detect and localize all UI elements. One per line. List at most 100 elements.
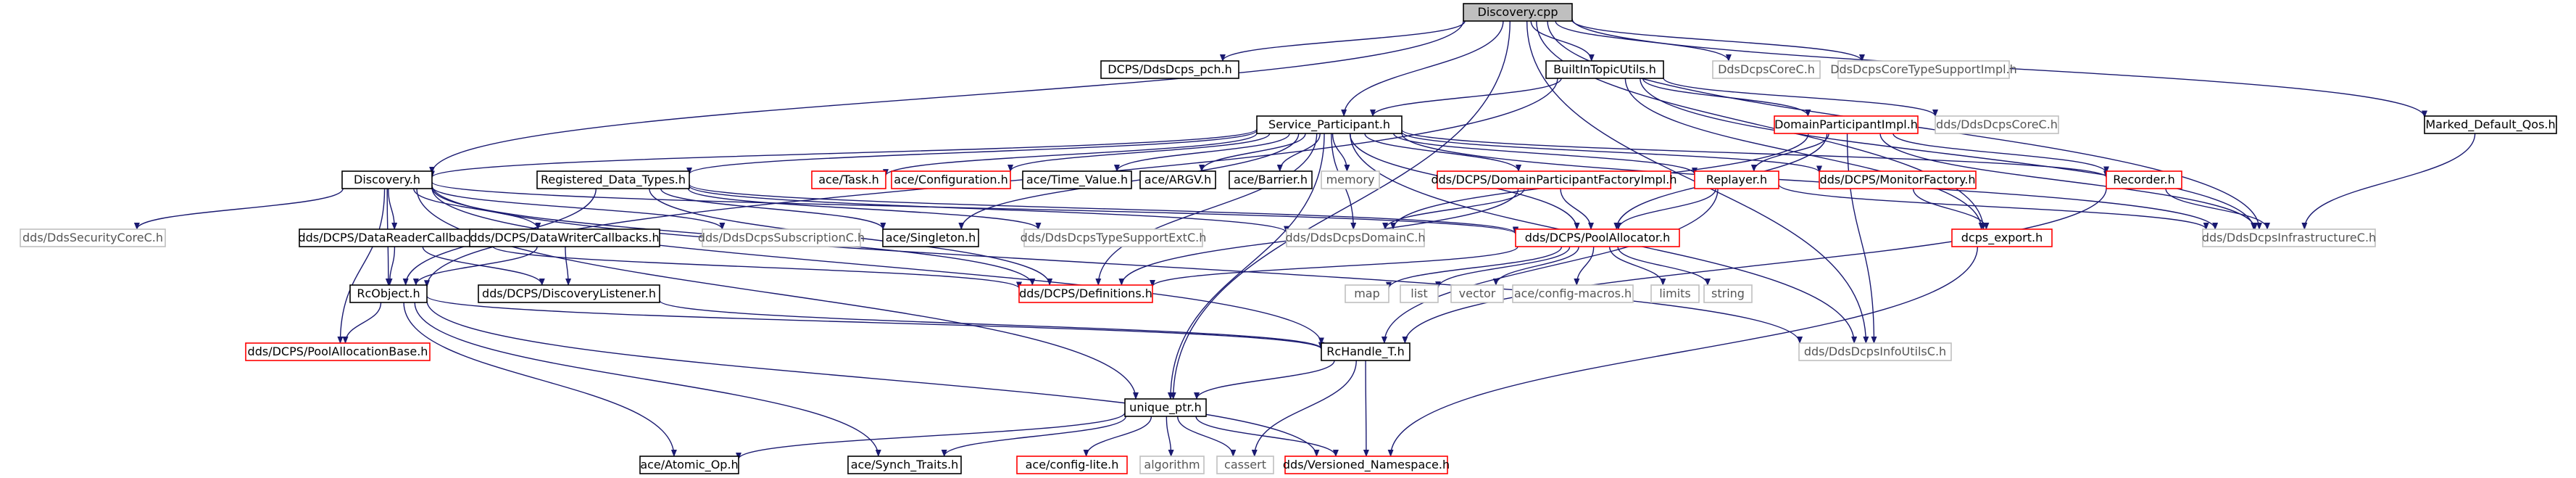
node-label: limits [1659,287,1691,300]
node-label: ace/Singleton.h [886,231,976,244]
node-box [1321,342,1410,361]
node-versioned_namespace[interactable]: dds/Versioned_Namespace.h [1283,456,1450,474]
node-box [1694,170,1779,189]
node-label: DomainParticipantImpl.h [1774,118,1918,131]
node-limits[interactable]: limits [1650,284,1700,303]
node-box [847,456,962,474]
node-discovery_cpp[interactable]: Discovery.cpp [1463,3,1573,22]
node-label: ace/Configuration.h [894,173,1008,186]
node-domainparticipantfactoryimpl[interactable]: dds/DCPS/DomainParticipantFactoryImpl.h [1431,170,1677,189]
node-ddsdcpstypesupportextc[interactable]: dds/DdsDcpsTypeSupportExtC.h [1021,228,1207,247]
node-ace_argv[interactable]: ace/ARGV.h [1139,170,1216,189]
node-ace_atomic_op[interactable]: ace/Atomic_Op.h [639,456,739,474]
node-label: dds/Versioned_Namespace.h [1283,458,1450,472]
node-recorder[interactable]: Recorder.h [2106,170,2182,189]
node-ace_config_macros[interactable]: ace/config-macros.h [1512,284,1634,303]
node-string[interactable]: string [1703,284,1753,303]
node-label: dcps_export.h [1961,231,2043,245]
edge-discovery_cpp-to-unique_ptr [1170,20,1511,400]
node-cassert[interactable]: cassert [1216,456,1274,474]
node-label: dds/DCPS/DataReaderCallbacks.h [298,231,493,244]
edge-registered_data_types-to-ddsdcpsdomainc [689,185,1289,234]
node-ace_time_value[interactable]: ace/Time_Value.h [1022,170,1132,189]
node-box [1545,60,1664,79]
node-ace_configuration[interactable]: ace/Configuration.h [891,170,1011,189]
node-rchandle_t[interactable]: RcHandle_T.h [1321,342,1410,361]
node-datawritercallbacks[interactable]: dds/DCPS/DataWriterCallbacks.h [469,228,660,247]
node-box [1023,228,1203,247]
node-label: dds/DCPS/MonitorFactory.h [1820,173,1976,186]
node-discovery_h[interactable]: Discovery.h [341,170,433,189]
node-box [1229,170,1313,189]
node-rcobject[interactable]: RcObject.h [349,284,428,303]
node-map[interactable]: map [1345,284,1389,303]
node-ddsdcpssubscriptionc[interactable]: dds/DdsDcpsSubscriptionC.h [698,228,865,247]
node-box [469,228,660,247]
node-ddsdcpscoretypesupportimpl[interactable]: DdsDcpsCoreTypeSupportImpl.h [1830,60,2017,79]
edge-discovery_cpp-to-discovery_h [429,20,1464,174]
node-discoverylistener[interactable]: dds/DCPS/DiscoveryListener.h [478,284,660,303]
node-box [1450,284,1504,303]
edge-domainparticipantfactoryimpl-to-poolallocator [1560,188,1594,230]
edge-poolallocator-to-ace_config_macros [1574,246,1595,286]
edge-service_participant-to-unique_ptr [1167,133,1325,400]
node-box [1837,60,2010,79]
edge-service_participant-to-ace_time_value [1114,133,1290,172]
node-label: ace/Synch_Traits.h [851,458,959,472]
node-ddssecuritycorec[interactable]: dds/DdsSecurityCoreC.h [20,228,166,247]
edge-datareadercallbacks-to-discoverylistener [422,246,545,286]
node-box [536,170,690,189]
node-ace_task[interactable]: ace/Task.h [811,170,886,189]
node-domainparticipantimpl[interactable]: DomainParticipantImpl.h [1774,115,1919,134]
edge-discovery_h-to-poolallocationbase [337,188,386,344]
node-registered_data_types[interactable]: Registered_Data_Types.h [536,170,690,189]
node-algorithm[interactable]: algorithm [1139,456,1205,474]
node-label: ace/Atomic_Op.h [640,458,738,472]
node-ace_synch_traits[interactable]: ace/Synch_Traits.h [847,456,962,474]
node-ddsdcpsinfrastructurec[interactable]: dds/DdsDcpsInfrastructureC.h [2202,228,2376,247]
node-datareadercallbacks[interactable]: dds/DCPS/DataReaderCallbacks.h [298,228,494,247]
node-ddsdcpscorec_top[interactable]: DdsDcpsCoreC.h [1712,60,1821,79]
node-vector[interactable]: vector [1450,284,1504,303]
node-ace_singleton[interactable]: ace/Singleton.h [882,228,979,247]
node-box [1016,456,1128,474]
edge-builtintopicutils-to-service_participant [1370,78,1562,117]
node-builtintopicutils[interactable]: BuiltInTopicUtils.h [1545,60,1664,79]
edge-unique_ptr-to-algorithm [1166,416,1174,457]
node-ddsdcps_pch[interactable]: DCPS/DdsDcps_pch.h [1100,60,1239,79]
node-ddsdcpsinfoutilsc[interactable]: dds/DdsDcpsInfoUtilsC.h [1798,342,1952,361]
edge-registered_data_types-to-ddsdcpstypesupportextc [687,188,1042,230]
node-label: Marked_Default_Qos.h [2425,118,2555,132]
node-label: map [1354,287,1380,300]
node-ace_barrier[interactable]: ace/Barrier.h [1229,170,1313,189]
node-dcps_export[interactable]: dcps_export.h [1951,228,2053,247]
node-label: ace/ARGV.h [1144,173,1211,186]
edge-builtintopicutils-to-domainparticipantimpl [1642,78,1811,117]
node-label: Discovery.h [354,173,420,186]
node-marked_default_qos[interactable]: Marked_Default_Qos.h [2424,115,2557,134]
node-label: Replayer.h [1706,173,1767,186]
node-box [20,228,166,247]
edge-domainparticipantfactoryimpl-to-ddsdcpsdomainc [1382,188,1525,230]
node-definitions[interactable]: dds/DCPS/Definitions.h [1018,284,1153,303]
node-label: RcObject.h [357,287,420,300]
node-service_participant[interactable]: Service_Participant.h [1256,115,1403,134]
node-list[interactable]: list [1400,284,1439,303]
edge-discovery_h-to-rchandle_t [431,187,1324,345]
edge-rchandle_t-to-unique_ptr [1194,360,1335,400]
node-poolallocator[interactable]: dds/DCPS/PoolAllocator.h [1515,228,1680,247]
node-ddsdcpsdomainc[interactable]: dds/DdsDcpsDomainC.h [1286,228,1426,247]
node-monitorfactory[interactable]: dds/DCPS/MonitorFactory.h [1819,170,1977,189]
node-label: DCPS/DdsDcps_pch.h [1108,62,1231,77]
node-dds_ddsdcpscorec[interactable]: dds/DdsDcpsCoreC.h [1935,115,2059,134]
node-replayer[interactable]: Replayer.h [1694,170,1779,189]
node-poolallocationbase[interactable]: dds/DCPS/PoolAllocationBase.h [245,342,431,361]
edge-discovery_cpp-to-builtintopicutils [1530,20,1595,62]
node-memory[interactable]: memory [1321,170,1380,189]
edge-discoverylistener-to-rchandle_t [659,300,1324,350]
edge-discovery_cpp-to-ddsdcpscoretypesupportimpl [1571,20,1865,62]
node-label: string [1711,287,1745,300]
node-ace_config_lite[interactable]: ace/config-lite.h [1016,456,1128,474]
node-unique_ptr[interactable]: unique_ptr.h [1124,398,1207,417]
